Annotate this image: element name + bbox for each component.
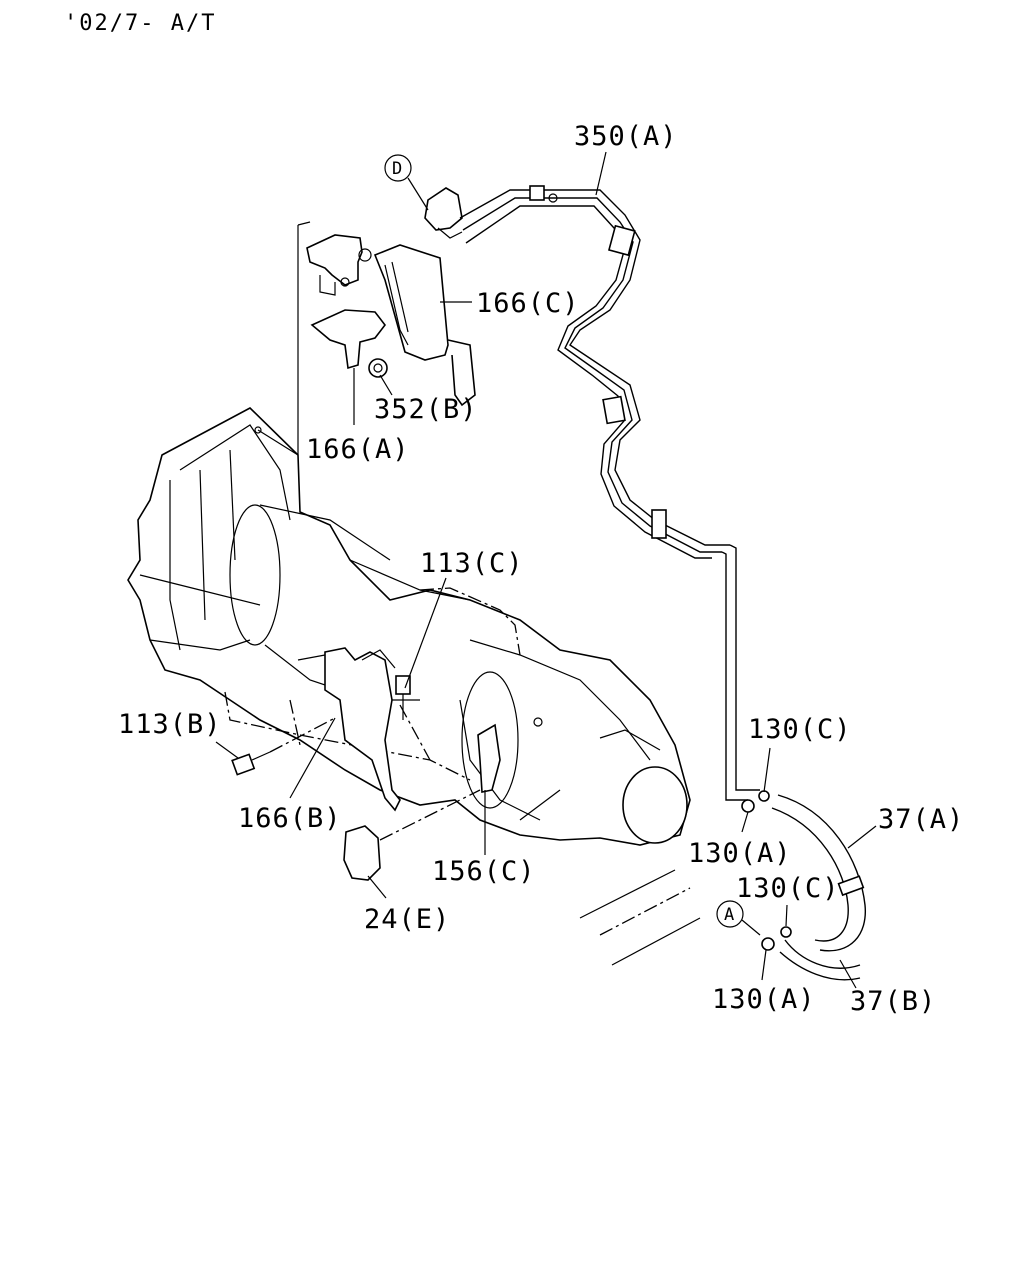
pipe-350a: [459, 185, 760, 801]
callout-113b: 113(B): [118, 709, 222, 740]
connector-a-marker: A: [716, 900, 744, 928]
harness-bracket-assembly: [257, 187, 476, 456]
callout-352b: 352(B): [374, 394, 478, 425]
callout-156c: 156(C): [432, 856, 536, 887]
connector-d-label: D: [392, 159, 402, 179]
connector-d-marker: D: [384, 154, 412, 182]
callout-130a-lower: 130(A): [712, 984, 816, 1015]
callout-166c: 166(C): [476, 288, 580, 319]
connector-a-circle: [716, 900, 744, 928]
leader-lines: [215, 151, 877, 989]
connector-a-label: A: [724, 905, 734, 925]
transmission-assembly: [127, 407, 691, 846]
diagram-header: '02/7- A/T: [64, 11, 216, 36]
callout-113c: 113(C): [420, 548, 524, 579]
connector-d-circle: [384, 154, 412, 182]
callout-24e: 24(E): [364, 904, 450, 935]
lower-brackets: [231, 647, 701, 966]
callout-37b: 37(B): [850, 986, 936, 1017]
callout-166b: 166(B): [238, 803, 342, 834]
callout-130c-lower: 130(C): [736, 873, 840, 904]
callout-130a-upper: 130(A): [688, 838, 792, 869]
callout-labels: 350(A) 166(C) 352(B) 166(A) 113(C) 113(B…: [118, 121, 964, 1017]
callout-37a: 37(A): [878, 804, 964, 835]
callout-350a: 350(A): [574, 121, 678, 152]
callout-130c-upper: 130(C): [748, 714, 852, 745]
callout-166a: 166(A): [306, 434, 410, 465]
